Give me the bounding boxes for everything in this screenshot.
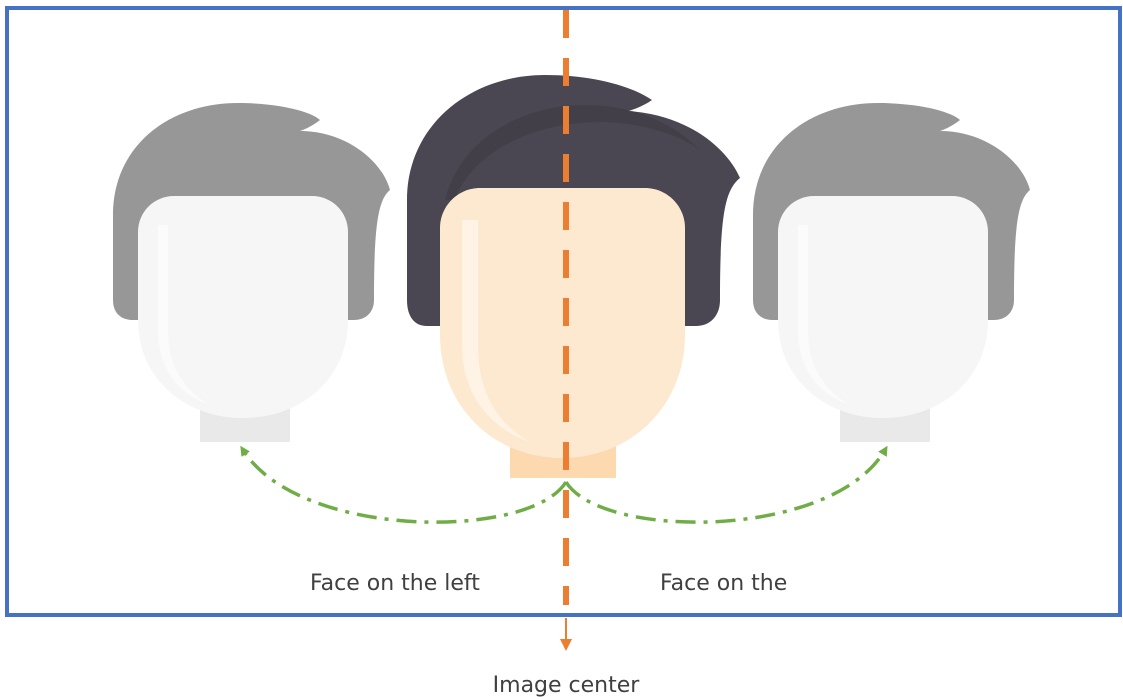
center-face [407, 75, 740, 478]
left-face-label: Face on the left [310, 571, 480, 596]
left-face-skin [138, 196, 348, 418]
image-center-label: Image center [493, 673, 641, 698]
left-face [113, 103, 390, 442]
right-face [753, 103, 1030, 442]
right-face-label: Face on the [660, 571, 787, 596]
right-face-skin [778, 196, 988, 418]
